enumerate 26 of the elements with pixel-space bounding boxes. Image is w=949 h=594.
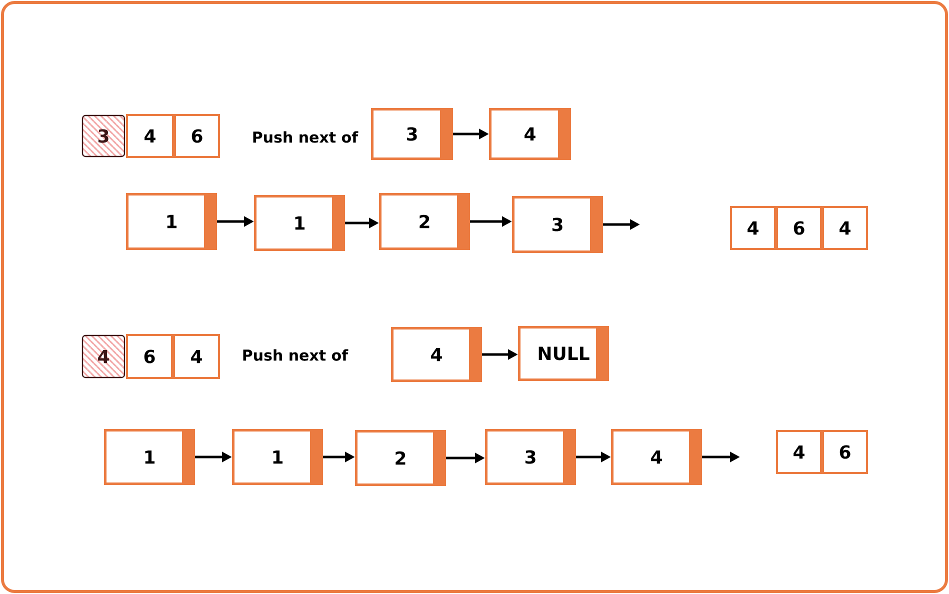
array-cell: 6 bbox=[822, 430, 868, 474]
list-node: 2 bbox=[355, 430, 446, 486]
list-node: 4 bbox=[391, 327, 482, 382]
list-node: 1 bbox=[104, 429, 195, 485]
label-text: Push next of bbox=[253, 131, 358, 143]
list-node: 3 bbox=[512, 196, 603, 253]
hatched-cell: 4 bbox=[82, 334, 126, 378]
array-cell: 4 bbox=[776, 430, 822, 474]
array-cell: 4 bbox=[173, 334, 220, 379]
list-node: 4 bbox=[489, 108, 571, 160]
label-text: Push next of bbox=[243, 349, 348, 361]
array-cell: 6 bbox=[126, 334, 173, 379]
list-node: 4 bbox=[611, 429, 702, 485]
list-node: 1 bbox=[254, 195, 345, 251]
array-cell: 4 bbox=[730, 206, 776, 250]
list-node: 3 bbox=[371, 108, 453, 160]
list-node: 2 bbox=[379, 193, 470, 250]
array-cell: 6 bbox=[174, 114, 220, 158]
array-cell: 4 bbox=[822, 206, 868, 250]
hatched-cell: 3 bbox=[82, 114, 126, 158]
list-node: 3 bbox=[485, 429, 576, 485]
list-node: 1 bbox=[126, 193, 217, 250]
array-cell: 6 bbox=[776, 206, 822, 250]
list-node: NULL bbox=[518, 326, 609, 381]
array-cell: 4 bbox=[126, 114, 174, 158]
list-node: 1 bbox=[232, 429, 323, 485]
